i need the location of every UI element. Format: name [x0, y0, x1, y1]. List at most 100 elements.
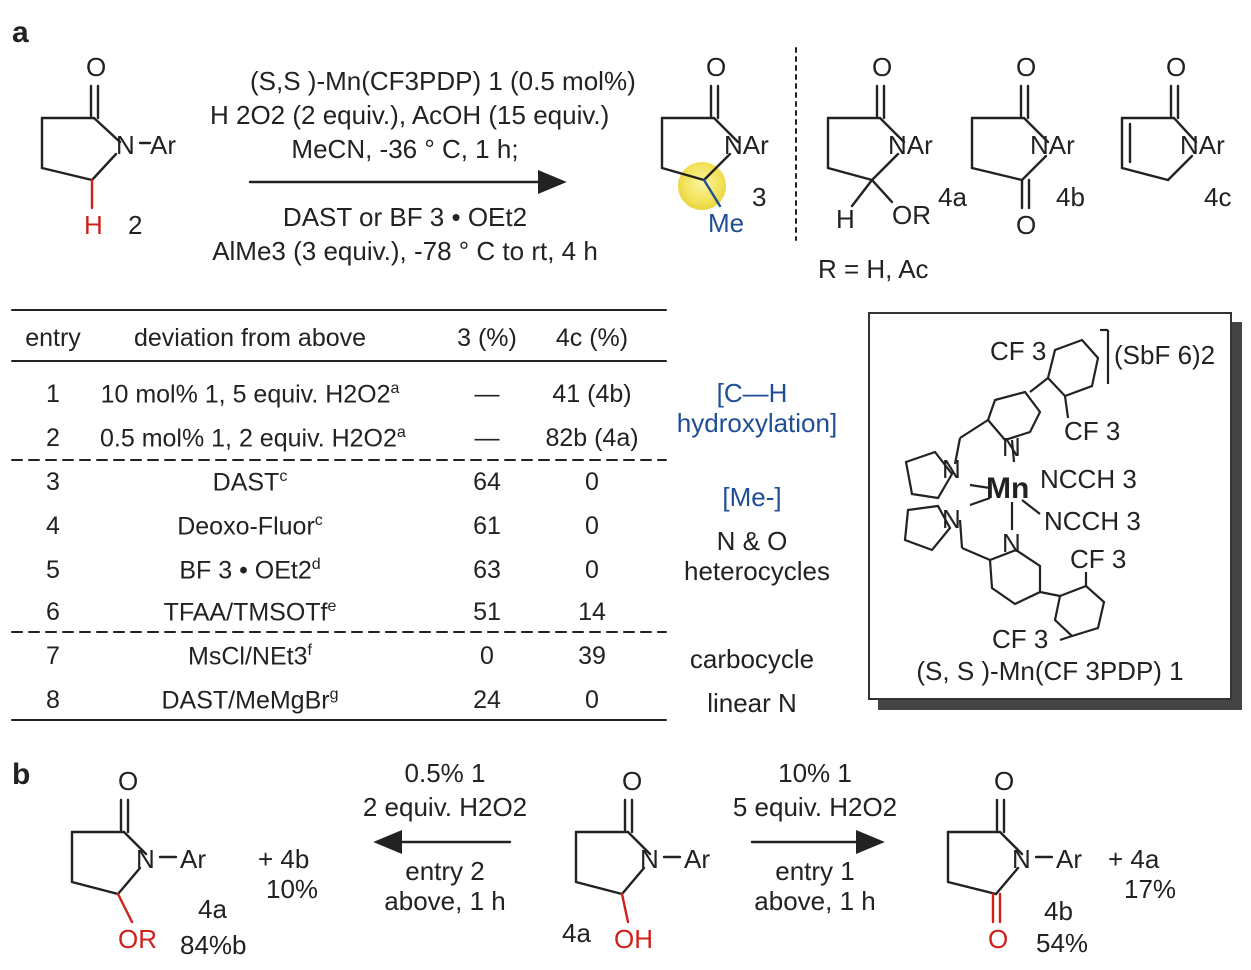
b-mid-o: O: [622, 766, 643, 796]
atom-n: N: [116, 130, 135, 160]
table-row: 7 MsCl/NEt3f 0 39: [46, 642, 606, 671]
b-right-o-top: O: [994, 766, 1015, 796]
b-mid-label: 4a: [562, 918, 591, 948]
b-arrow-left-bottom-1: entry 2: [405, 856, 485, 886]
b-arrow-left-top-2: 2 equiv. H2O2: [362, 792, 528, 822]
c4a-h: H: [836, 204, 855, 234]
panel-label-a: a: [12, 16, 29, 49]
condition-line-5: AlMe3 (3 equiv.), -78 ° C to rt, 4 h: [212, 236, 598, 266]
atom-o: O: [86, 52, 107, 82]
table-row: 4 Deoxo-Fluorc 61 0: [46, 512, 599, 541]
header-yield-4c: 4c (%): [555, 324, 629, 352]
compound-4c-structure: [1120, 84, 1198, 182]
table-row: 8 DAST/MeMgBrg 24 0: [46, 686, 599, 715]
atom-n-bottom-py: N: [1002, 528, 1021, 558]
metal-mn: Mn: [986, 472, 1030, 505]
b-arrow-right-top-2: 5 equiv. H2O2: [732, 792, 898, 822]
note-ch-1: [C—H: [716, 378, 788, 408]
note-ch-2: hydroxylation]: [676, 408, 838, 438]
table-row: 2 0.5 mol% 1, 2 equiv. H2O2a — 82b (4a): [46, 424, 639, 453]
ncch3-lower: NCCH 3: [1044, 506, 1141, 536]
b-mid-n: N: [640, 844, 659, 874]
condition-line-3: MeCN, -36 ° C, 1 h;: [291, 134, 519, 164]
c4a-nar: NAr: [888, 130, 933, 160]
table-row: 6 TFAA/TMSOTfe 51 14: [46, 598, 606, 627]
product-3-structure: [660, 84, 740, 210]
note-no-2: heterocycles: [684, 556, 830, 586]
c4b-o-top: O: [1016, 52, 1037, 82]
note-me: [Me-]: [722, 482, 782, 512]
cf3-top-right: CF 3: [1064, 416, 1121, 446]
table-row: 3 DASTc 64 0: [46, 468, 599, 497]
b-left-label: 4a: [198, 894, 227, 924]
b-left-or: OR: [118, 924, 157, 954]
ncch3-upper: NCCH 3: [1040, 464, 1137, 494]
c4a-o: O: [872, 52, 893, 82]
b-left-plus-yield: 10%: [266, 874, 319, 904]
b-right-yield: 54%: [1036, 928, 1089, 958]
pyrrolidinone-2-structure: [40, 84, 152, 210]
b-arrow-right-bottom-2: above, 1 h: [754, 886, 876, 916]
b-left-ar: Ar: [180, 844, 206, 874]
b-mid-oh: OH: [614, 924, 653, 954]
c4c-o: O: [1166, 52, 1187, 82]
table-row: 1 10 mol% 1, 5 equiv. H2O2a — 41 (4b): [46, 380, 632, 409]
atom-n-top-py: N: [1002, 432, 1021, 462]
note-linear: linear N: [707, 688, 797, 718]
header-entry: entry: [25, 324, 81, 352]
header-deviation: deviation from above: [133, 324, 367, 352]
atom-ar: Ar: [150, 130, 176, 160]
panel-label-b: b: [12, 758, 31, 791]
b-right-n: N: [1012, 844, 1031, 874]
catalyst-box: [868, 312, 1232, 700]
table-header-row: entry deviation from above 3 (%) 4c (%): [12, 316, 667, 352]
b-left-o: O: [118, 766, 139, 796]
b-right-label: 4b: [1044, 896, 1073, 926]
catalyst-name: (S, S )-Mn(CF 3PDP) 1: [916, 656, 1184, 686]
note-carbocycle: carbocycle: [689, 644, 815, 674]
product-3-label: 3: [752, 182, 767, 212]
c4a-or: OR: [892, 200, 931, 230]
sbf6-counterion: (SbF 6)2: [1114, 340, 1216, 370]
scheme-b-4a-start: [574, 798, 682, 924]
cf3-bottom-right: CF 3: [1070, 544, 1127, 574]
header-yield-3: 3 (%): [457, 324, 517, 352]
condition-line-2: H 2O2 (2 equiv.), AcOH (15 equiv.): [210, 100, 610, 130]
cf3-top-left: CF 3: [990, 336, 1047, 366]
table-rules: [11, 309, 667, 721]
c4a-r-def: R = H, Ac: [818, 254, 929, 284]
b-arrow-right-bottom-1: entry 1: [775, 856, 855, 886]
c4b-o-bottom: O: [1016, 210, 1037, 240]
scheme-b-4a-product: [70, 798, 178, 924]
b-left-n: N: [136, 844, 155, 874]
b-right-plus-yield: 17%: [1124, 874, 1177, 904]
product-3-o: O: [706, 52, 727, 82]
product-3-nar: NAr: [724, 130, 769, 160]
compound-4a-structure: [826, 84, 906, 208]
table-row: 5 BF 3 • OEt2d 63 0: [46, 556, 599, 585]
compound-4b-structure: [970, 84, 1050, 210]
c4b-nar: NAr: [1030, 130, 1075, 160]
b-right-plus: + 4a: [1108, 844, 1160, 874]
b-arrow-right-top-1: 10% 1: [778, 758, 852, 788]
scheme-b-4b-product: [946, 798, 1054, 924]
product-3-me: Me: [708, 208, 745, 238]
b-right-ar: Ar: [1056, 844, 1082, 874]
b-arrow-left-bottom-2: above, 1 h: [384, 886, 506, 916]
b-arrow-left-top-1: 0.5% 1: [404, 758, 486, 788]
atom-n-amine-bottom: N: [942, 504, 961, 534]
b-left-plus: + 4b: [258, 844, 310, 874]
cf3-bottom-left: CF 3: [992, 624, 1049, 654]
note-no-1: N & O: [716, 526, 788, 556]
c4c-label: 4c: [1204, 182, 1232, 212]
c4c-nar: NAr: [1180, 130, 1225, 160]
b-mid-ar: Ar: [684, 844, 710, 874]
c4b-label: 4b: [1056, 182, 1085, 212]
atom-h-red: H: [84, 210, 103, 240]
b-right-o-bottom: O: [988, 924, 1009, 954]
c4a-label: 4a: [938, 182, 967, 212]
atom-n-amine-top: N: [942, 454, 961, 484]
b-left-yield: 84%b: [180, 930, 247, 960]
